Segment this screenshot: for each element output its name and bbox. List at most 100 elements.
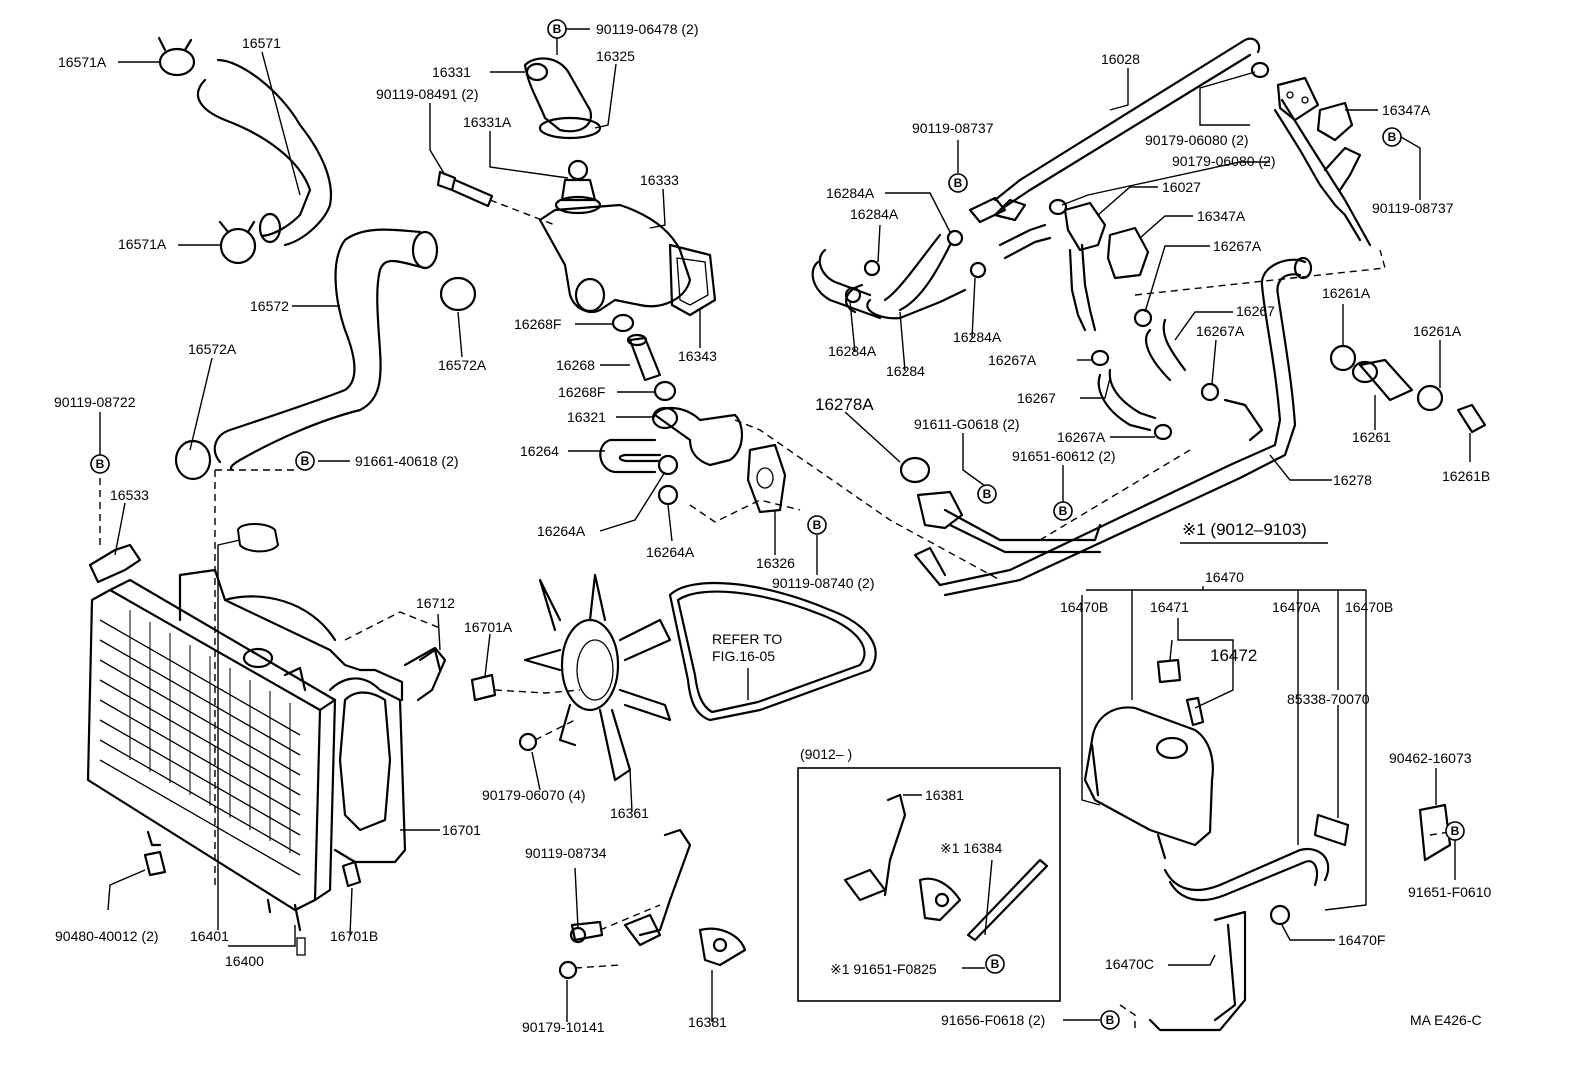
- label-16361: 16361: [610, 805, 649, 821]
- bolt-marker-b-9: B: [1445, 821, 1465, 841]
- label-16267-2: 16267: [1017, 390, 1056, 406]
- svg-text:B: B: [1059, 504, 1068, 518]
- bracket-90119-08737-right: [1323, 146, 1362, 192]
- label-16470B-left: 16470B: [1060, 599, 1108, 615]
- bolt-marker-b-4: B: [948, 173, 968, 193]
- label-90119-08734: 90119-08734: [525, 845, 607, 861]
- radiator-assembly-16400: [86, 578, 337, 956]
- label-16264A-a: 16264A: [537, 523, 586, 539]
- hose-85338-70070: [1313, 813, 1350, 847]
- clamp-16261A-1: [1329, 344, 1357, 372]
- hose-clamp-16572A-left: [174, 439, 212, 481]
- svg-text:B: B: [1106, 1013, 1115, 1027]
- leader-lines: [99, 28, 1471, 1022]
- label-16401: 16401: [190, 928, 229, 944]
- clamp-16284A-3: [969, 261, 987, 279]
- label-91651-F0610: 91651-F0610: [1408, 884, 1492, 900]
- label-16028: 16028: [1101, 51, 1140, 67]
- label-16278: 16278: [1333, 472, 1372, 488]
- bolt-marker-b-1: B: [547, 19, 567, 39]
- label-16470: 16470: [1205, 569, 1244, 585]
- hose-clamp-16572A-right: [439, 276, 477, 312]
- label-16572A-right: 16572A: [438, 357, 487, 373]
- label-90179-06070: 90179-06070 (4): [482, 787, 586, 803]
- svg-text:B: B: [991, 957, 1000, 971]
- label-16701A: 16701A: [464, 619, 513, 635]
- label-16381-inset: 16381: [925, 787, 964, 803]
- cap-16471: [1156, 658, 1182, 684]
- label-16333: 16333: [640, 172, 679, 188]
- hose-16284-left: [811, 248, 882, 320]
- water-bypass-pipe-16028: [993, 37, 1372, 247]
- bolt-90119-08734: [569, 920, 604, 944]
- gasket-16347A-top: [1316, 101, 1354, 142]
- label-16571A-mid: 16571A: [118, 236, 167, 252]
- label-16571: 16571: [242, 35, 281, 51]
- label-16268F-top: 16268F: [514, 316, 561, 332]
- bypass-hose-16284: [845, 233, 967, 320]
- bracket-90462-16073: [1418, 803, 1452, 862]
- reserve-tank-16470: [1083, 706, 1214, 847]
- label-91656-F0618: 91656-F0618 (2): [941, 1012, 1045, 1028]
- label-diagram-code: MA E426-C: [1410, 1012, 1482, 1028]
- hose-16267-lower: [1097, 368, 1157, 432]
- svg-text:B: B: [553, 22, 562, 36]
- clamp-16261A-2: [1416, 384, 1444, 412]
- label-16267A-4: 16267A: [1057, 429, 1106, 445]
- svg-text:B: B: [96, 457, 105, 471]
- label-16027: 16027: [1162, 179, 1201, 195]
- label-16284A-3: 16284A: [953, 329, 1002, 345]
- label-16470B-right: 16470B: [1345, 599, 1393, 615]
- label-16325: 16325: [596, 48, 635, 64]
- label-16267A-1: 16267A: [1213, 238, 1262, 254]
- flange-16028: [1276, 76, 1320, 122]
- label-90119-08737-right: 90119-08737: [1372, 200, 1454, 216]
- label-16331A: 16331A: [463, 114, 512, 130]
- label-91611-G0618: 91611-G0618 (2): [914, 416, 1020, 432]
- label-91651-F0825: ※1 91651-F0825: [830, 961, 937, 977]
- label-90119-08737-left: 90119-08737: [912, 120, 994, 136]
- label-16572A-left: 16572A: [188, 341, 237, 357]
- label-16347A-top: 16347A: [1382, 102, 1431, 118]
- bolt-marker-b-11: B: [1100, 1010, 1120, 1030]
- gasket-16326: [746, 443, 787, 514]
- water-outlet-16321: [651, 406, 743, 467]
- label-inset-title: (9012– ): [800, 746, 852, 762]
- clip-16701A: [470, 673, 497, 702]
- clamp-16284A-4: [844, 286, 862, 304]
- label-16268F-bot: 16268F: [558, 384, 605, 400]
- label-16261: 16261: [1352, 429, 1391, 445]
- label-16264A-b: 16264A: [646, 544, 695, 560]
- pipe-fitting-left: [968, 196, 1027, 224]
- inset-bracket-16381: [843, 793, 962, 922]
- o-ring-16268F-bot: [653, 380, 677, 402]
- clamp-16267A-1: [1133, 308, 1153, 328]
- bracket-16381: [623, 828, 747, 967]
- label-refer-to: REFER TO: [712, 631, 782, 647]
- reserve-hose-16470A: [1156, 833, 1330, 902]
- drain-cock-plug-90480-40012: [143, 850, 167, 877]
- bolt-marker-b-6: B: [977, 484, 997, 504]
- label-16321: 16321: [567, 409, 606, 425]
- label-90119-08740: 90119-08740 (2): [772, 575, 874, 591]
- label-90179-06080-b: 90179-06080 (2): [1172, 153, 1276, 169]
- nut-90179-10141: [558, 960, 578, 980]
- bolt-marker-b-5: B: [1382, 127, 1402, 147]
- clamp-16264A-a: [657, 454, 679, 476]
- label-90119-06478: 90119-06478 (2): [596, 21, 698, 37]
- clip-16701B: [341, 860, 362, 888]
- label-16261A-2: 16261A: [1413, 323, 1462, 339]
- label-16267A-2: 16267A: [1196, 323, 1245, 339]
- label-16326: 16326: [756, 555, 795, 571]
- label-90119-08722: 90119-08722: [54, 394, 136, 410]
- label-90119-08491: 90119-08491 (2): [376, 86, 478, 102]
- label-16268: 16268: [556, 357, 595, 373]
- label-16400: 16400: [225, 953, 264, 969]
- label-16278A: 16278A: [815, 395, 874, 414]
- label-16343: 16343: [678, 348, 717, 364]
- nut-90179-06080-top: [1250, 61, 1270, 79]
- svg-text:B: B: [1451, 824, 1460, 838]
- label-16284A-1: 16284A: [826, 185, 875, 201]
- label-16284: 16284: [886, 363, 925, 379]
- label-91661-40618: 91661-40618 (2): [355, 453, 459, 469]
